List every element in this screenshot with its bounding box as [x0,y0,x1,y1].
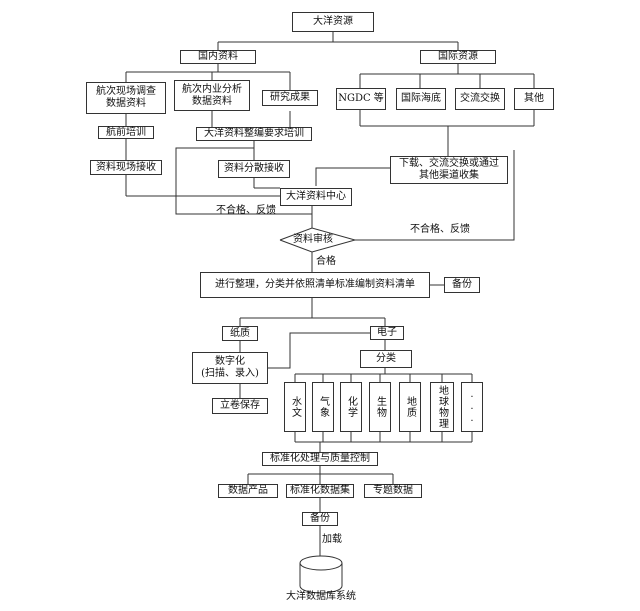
root-node: 大洋资源 [292,12,374,32]
others-node: 其他 [514,88,554,110]
organize-node: 进行整理，分类并依照清单标准编制资料清单 [200,272,430,298]
category-biology: 生物 [369,382,391,432]
category-geophysics: 地球物理 [430,382,454,432]
archive-node: 立卷保存 [212,398,268,414]
category-geology: 地质 [399,382,421,432]
backup-bottom-node: 备份 [302,512,338,526]
pre-cruise-training-node: 航前培训 [98,126,154,139]
exchange-node: 交流交换 [455,88,505,110]
cruise-internal-analysis-node: 航次内业分析 数据资料 [174,80,250,111]
category-more: ... [461,382,483,432]
review-label: 资料审核 [293,234,333,245]
compile-training-node: 大洋资料整编要求培训 [196,127,312,141]
unqualified-feedback-right-label: 不合格、反馈 [410,224,470,235]
thematic-data-node: 专题数据 [364,484,422,498]
standard-datasets-node: 标准化数据集 [286,484,354,498]
data-center-node: 大洋资料中心 [280,188,352,206]
category-meteorology: 气象 [312,382,334,432]
cruise-field-survey-node: 航次现场调查 数据资料 [86,82,166,114]
qualified-label: 合格 [316,256,336,267]
load-label: 加载 [322,534,342,545]
download-collect-node: 下载、交流交换或通过 其他渠道收集 [390,156,508,184]
paper-node: 纸质 [222,326,258,341]
research-results-node: 研究成果 [262,90,318,106]
category-chemistry: 化学 [340,382,362,432]
classify-node: 分类 [360,350,412,368]
domestic-node: 国内资料 [180,50,256,64]
backup-top-node: 备份 [444,277,480,293]
international-node: 国际资源 [420,50,496,64]
category-hydrology: 水文 [284,382,306,432]
data-products-node: 数据产品 [218,484,278,498]
ngdc-node: NGDC 等 [336,88,386,110]
digitize-node: 数字化 (扫描、录入) [192,352,268,384]
distributed-receive-node: 资料分散接收 [218,160,290,178]
standardize-node: 标准化处理与质量控制 [262,452,378,466]
electronic-node: 电子 [370,326,404,340]
field-receive-node: 资料现场接收 [90,160,162,175]
unqualified-feedback-left-label: 不合格、反馈 [216,205,276,216]
intl-seabed-node: 国际海底 [396,88,446,110]
database-label: 大洋数据库系统 [286,591,356,602]
